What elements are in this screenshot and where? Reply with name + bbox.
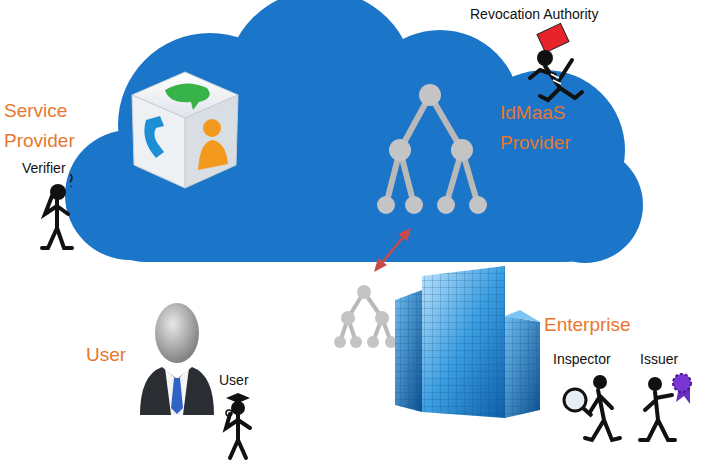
service-cube bbox=[132, 72, 238, 188]
actor-label: Revocation Authority bbox=[470, 6, 598, 23]
role-label: Service Provider bbox=[4, 96, 96, 157]
verifier-figure bbox=[42, 174, 72, 248]
user-figure bbox=[226, 393, 250, 458]
enterprise-building bbox=[395, 266, 540, 418]
tree-icon bbox=[334, 285, 397, 348]
role-label: Enterprise bbox=[544, 314, 631, 337]
issuer-figure bbox=[640, 374, 691, 440]
actor-label: Issuer bbox=[640, 351, 678, 368]
role-label: IdMaaS Provider bbox=[500, 98, 600, 159]
actor-label: User bbox=[219, 372, 249, 389]
actor-label: Verifier bbox=[22, 160, 66, 177]
actor-label: Inspector bbox=[553, 351, 611, 368]
role-label: User bbox=[86, 344, 126, 367]
inspector-figure bbox=[564, 375, 620, 440]
cloud bbox=[65, 0, 643, 263]
revocation-figure bbox=[530, 23, 582, 100]
user-portrait bbox=[140, 303, 214, 415]
link-arrow bbox=[374, 228, 411, 272]
tree-icon bbox=[377, 84, 487, 214]
